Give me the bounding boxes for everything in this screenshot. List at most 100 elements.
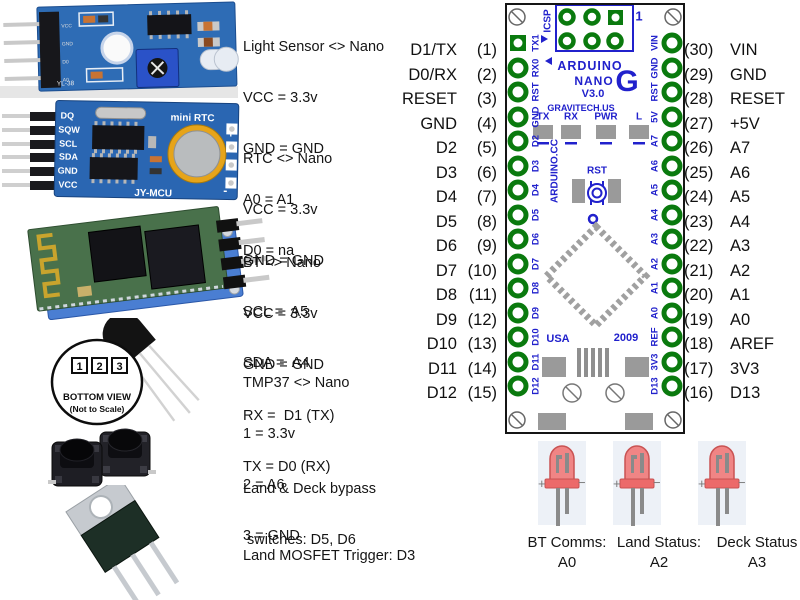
nano-pin-row: (29)GND	[684, 66, 767, 84]
nano-pin-row: D5(8)	[435, 213, 497, 231]
led-flange	[704, 478, 740, 489]
led-land-status: + −	[613, 441, 661, 526]
mcu-footprint	[541, 221, 651, 331]
nano-pin-row: (18)AREF	[684, 335, 775, 353]
led-dome	[709, 445, 735, 482]
to220-package	[65, 485, 180, 600]
nano-pin-row: (24)A5	[684, 188, 751, 206]
edge-label-d2: D2	[530, 134, 542, 148]
usb-footprint	[538, 348, 653, 430]
crystal	[95, 106, 147, 120]
bluetooth-module-photo	[27, 206, 270, 320]
nano-pin-row: D6(9)	[435, 237, 497, 255]
led-label-l: L	[635, 111, 643, 123]
led-label-pwr: PWR	[594, 111, 618, 123]
led-caption-land: Land Status:	[616, 534, 702, 551]
led-cathode-leg	[640, 488, 644, 514]
edge-label-a2: A2	[649, 257, 661, 271]
rtc-ic2	[89, 157, 138, 180]
icsp-header	[555, 5, 634, 52]
edge-label-5v: 5V	[649, 111, 661, 123]
led-cathode-leg	[725, 488, 729, 514]
note-tmp37: TMP37 <> Nano 1 = 3.3v 2 = A6 3 = GND	[243, 375, 350, 544]
nano-pin-row: (27)+5V	[684, 115, 760, 133]
nano-pin-row: D11(14)	[427, 360, 497, 378]
nano-pin-row: (30)VIN	[684, 41, 758, 59]
led-pin-bt: A0	[557, 554, 577, 571]
corner-mounting-holes	[508, 8, 682, 429]
pushbuttons-photo	[48, 428, 156, 487]
nano-pin-row: D12(15)	[426, 384, 497, 402]
nano-pin-row: (25)A6	[684, 164, 751, 182]
rx-arrow	[545, 57, 552, 65]
note-mosfets: Land MOSFET Trigger: D3 Deck MOSFET Trig…	[243, 548, 416, 600]
right-pads	[661, 32, 683, 397]
light-sensor-photo: VCC GND D0 A0 YL-38	[0, 1, 239, 98]
led-bt-comms: + −	[538, 441, 586, 526]
led-dome	[624, 445, 650, 482]
edge-label-d8: D8	[530, 281, 542, 295]
chip-pin1-dot	[587, 213, 599, 225]
button-left	[48, 438, 103, 487]
edge-label-ref: REF	[649, 327, 661, 347]
edge-label-d3: D3	[530, 159, 542, 173]
tmp37-pin-2: 2	[97, 361, 103, 373]
led-pin-deck: A3	[747, 554, 767, 571]
rtc-ic1	[92, 125, 145, 150]
nano-pin-row: D8(11)	[435, 286, 497, 304]
note-title: TMP37 <> Nano	[243, 375, 350, 391]
led-anode-leg	[631, 488, 635, 526]
edge-label-d7: D7	[530, 257, 542, 271]
note-title: BT <> Nano	[243, 255, 321, 271]
led-flange	[619, 478, 655, 489]
led-label-rx: RX	[564, 111, 578, 123]
edge-label-a0: A0	[649, 306, 661, 320]
nano-pin-row: D10(13)	[426, 335, 497, 353]
board-led-pads	[533, 125, 649, 145]
rtc-pins	[2, 112, 56, 190]
nano-pin-row: GND(4)	[420, 115, 497, 133]
note-title: Light Sensor <> Nano	[243, 39, 385, 55]
edge-label-d5: D5	[530, 208, 542, 222]
rtc-pin-dq: DQ	[61, 111, 75, 121]
left-pads	[507, 35, 529, 397]
rtc-brand-label: JY-MCU	[134, 188, 172, 200]
rtc-pin-sqw: SQW	[58, 124, 80, 134]
nano-pin-row: D4(7)	[435, 188, 497, 206]
pin-label-vcc: VCC	[61, 23, 72, 29]
tmp37-pin-1: 1	[77, 361, 83, 373]
arduino-nano-board: ICSP 1 ARDUINO NANO V3.0 G GRAVITECH.US …	[505, 3, 685, 434]
note-bt: BT <> Nano VCC = 3.3v GND = GND RX = D1 …	[243, 255, 335, 475]
pin-label-gnd: GND	[62, 41, 74, 47]
bt-chip2	[144, 224, 206, 290]
edge-label-tx1: TX1	[530, 34, 542, 52]
minus-sign: −	[653, 475, 661, 490]
nano-pin-row: RESET(3)	[401, 90, 497, 108]
nano-pin-row: (16)D13	[684, 384, 761, 402]
tx-arrow	[541, 35, 548, 43]
bt-pins	[215, 218, 270, 290]
nano-pin-row: D9(12)	[435, 311, 497, 329]
edge-label-a6: A6	[649, 159, 661, 173]
comparator-ic	[147, 14, 192, 36]
rtc-pin-sda: SDA	[59, 151, 79, 161]
note-rtc: RTC <> Nano VCC = 3.3v GND = GND SCL = A…	[243, 151, 333, 371]
edge-label-rx0: RX0	[530, 58, 542, 78]
icsp-label: ICSP	[542, 9, 554, 33]
led-anode-leg	[716, 488, 720, 526]
plus-sign: +	[698, 476, 706, 491]
board-graphics	[507, 5, 683, 430]
pin-header	[38, 11, 61, 89]
edge-label-d6: D6	[530, 232, 542, 246]
icsp-pin1-label: 1	[635, 8, 643, 24]
led-flange	[544, 478, 580, 489]
rtc-side-pads	[225, 123, 238, 189]
board-title-arduino: ARDUINO	[557, 59, 623, 73]
edge-label-3v3: 3V3	[649, 353, 661, 371]
usa-label: USA	[546, 333, 570, 345]
rtc-pin-gnd: GND	[58, 165, 79, 175]
rst-label: RST	[587, 165, 607, 177]
edge-label-a7: A7	[649, 134, 661, 148]
note-light-sensor: Light Sensor <> Nano VCC = 3.3v GND = GN…	[243, 39, 385, 259]
led-caption-bt: BT Comms:	[527, 534, 607, 551]
